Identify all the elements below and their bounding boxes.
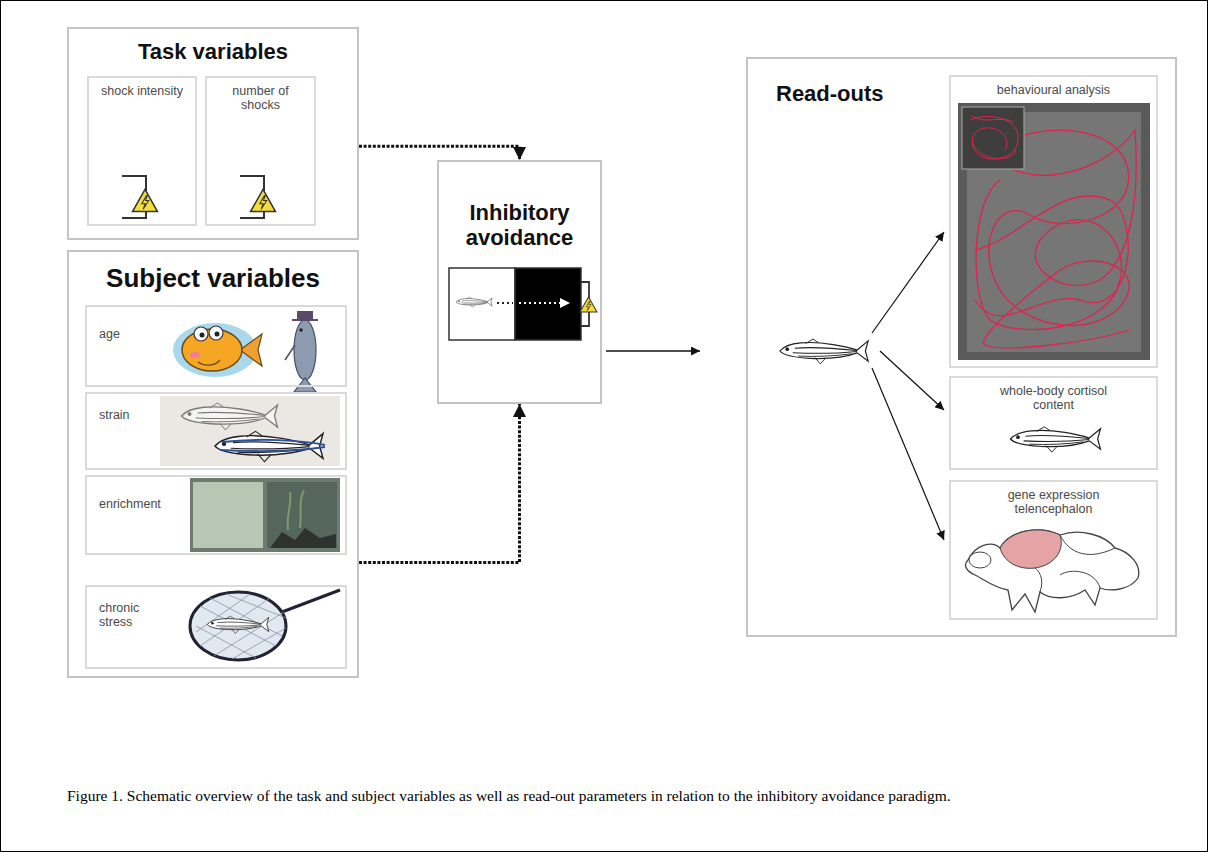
group-panel: Task variables shock intensity number of s… (67, 27, 359, 240)
shock-number-icon (251, 189, 276, 211)
inhibitory-avoidance-apparatus (580, 297, 597, 312)
inhibitory-avoidance-apparatus (449, 268, 515, 340)
age-illustration (194, 327, 208, 341)
zebrafish (780, 339, 868, 364)
enrichment-photo (267, 482, 337, 548)
arrow (872, 232, 944, 540)
tracking-image (958, 103, 1150, 360)
age-illustration (299, 328, 303, 332)
chronic-stress-net (207, 616, 268, 633)
enrichment-photo (190, 478, 340, 552)
strain-photo (215, 431, 323, 461)
enrichment-photo (288, 490, 304, 530)
box-label: age (99, 327, 333, 341)
chronic-stress-net (282, 590, 340, 612)
variable-box: enrichment (85, 475, 347, 555)
variable-box: number of shocks (205, 76, 316, 226)
box-label: gene expression telencephalon (991, 488, 1116, 517)
age-illustration (215, 332, 220, 337)
tracking-image (970, 116, 1018, 159)
box-label: enrichment (99, 497, 333, 511)
group-panel: Read-outsbehavioural analysiswhole-body … (746, 57, 1177, 637)
box-label: shock intensity (95, 84, 189, 98)
age-illustration (200, 333, 205, 338)
tracking-image (962, 107, 1024, 169)
age-illustration (240, 334, 262, 366)
dotted-arrow (359, 146, 520, 160)
brain-outline (966, 530, 1139, 612)
box-label: strain (99, 408, 333, 422)
shock-number-icon (240, 176, 276, 218)
variable-box: strain (85, 392, 347, 470)
strain-photo (160, 396, 340, 466)
variable-box: age (85, 305, 347, 387)
arrow (872, 368, 944, 540)
brain-outline (1035, 535, 1115, 592)
strain-photo (220, 440, 325, 451)
enrichment-photo (193, 482, 263, 548)
box-title: Subject variables (77, 264, 349, 294)
tracking-image (958, 103, 1150, 360)
variable-box: chronic stress (85, 585, 347, 669)
enrichment-photo (190, 478, 340, 552)
box-label: number of shocks (213, 84, 308, 113)
readout-box: gene expression telencephalon (949, 480, 1158, 620)
inhibitory-avoidance-apparatus (456, 297, 492, 307)
strain-photo (160, 396, 340, 466)
zebrafish (1011, 427, 1101, 452)
figure-caption: Figure 1. Schematic overview of the task… (67, 786, 1157, 807)
age-illustration (198, 360, 220, 365)
zebrafish (1011, 427, 1101, 452)
arrow (872, 232, 944, 333)
inhibitory-avoidance-apparatus (519, 302, 560, 304)
variable-box: shock intensity (87, 76, 197, 226)
brain-outline (969, 552, 991, 568)
chronic-stress-net (196, 594, 286, 659)
age-illustration (292, 319, 318, 321)
shock-intensity-icon (133, 189, 158, 211)
age-illustration (294, 378, 316, 392)
arrow (606, 350, 700, 352)
paradigm-box: Inhibitory avoidance (437, 160, 602, 404)
strain-photo (182, 403, 278, 430)
chronic-stress-net (190, 590, 340, 660)
age-illustration (285, 345, 295, 360)
readout-box: whole-body cortisol content (949, 376, 1158, 470)
arrow (606, 351, 700, 352)
age-illustration (297, 311, 313, 320)
readout-box: behavioural analysis (949, 75, 1158, 368)
inhibitory-avoidance-apparatus (560, 298, 570, 308)
age-illustration (173, 311, 318, 392)
brain-outline (966, 530, 1139, 612)
box-title: Inhibitory avoidance (447, 200, 592, 251)
age-illustration (294, 320, 316, 380)
age-illustration (190, 352, 200, 358)
shock-intensity-icon (122, 176, 158, 218)
brain-outline (1000, 530, 1061, 568)
enrichment-photo (270, 528, 336, 548)
box-label: whole-body cortisol content (991, 384, 1116, 413)
dotted-arrow (359, 404, 520, 562)
box-label: behavioural analysis (957, 83, 1150, 97)
zebrafish (780, 339, 868, 364)
box-title: Task variables (77, 39, 349, 64)
inhibitory-avoidance-apparatus (515, 268, 581, 340)
group-panel: Subject variables age strain enrichment chro… (67, 250, 359, 678)
arrow (880, 351, 944, 410)
age-illustration (209, 326, 223, 340)
inhibitory-avoidance-apparatus (497, 302, 513, 304)
inhibitory-avoidance-apparatus (449, 268, 597, 340)
box-label: chronic stress (99, 601, 161, 630)
chronic-stress-net (190, 592, 286, 660)
